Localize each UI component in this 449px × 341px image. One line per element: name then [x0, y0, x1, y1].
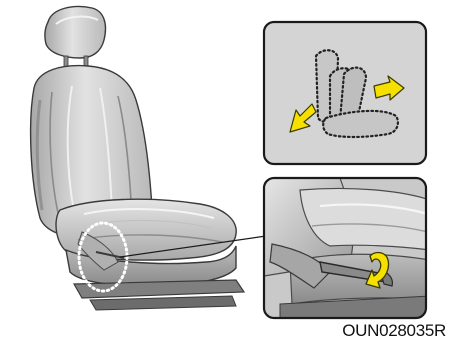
recline-diagram-panel	[264, 22, 426, 164]
car-seat-icon	[31, 7, 244, 310]
lever-zoom-panel	[264, 178, 430, 318]
figure-code-label: OUN028035R	[342, 322, 446, 339]
